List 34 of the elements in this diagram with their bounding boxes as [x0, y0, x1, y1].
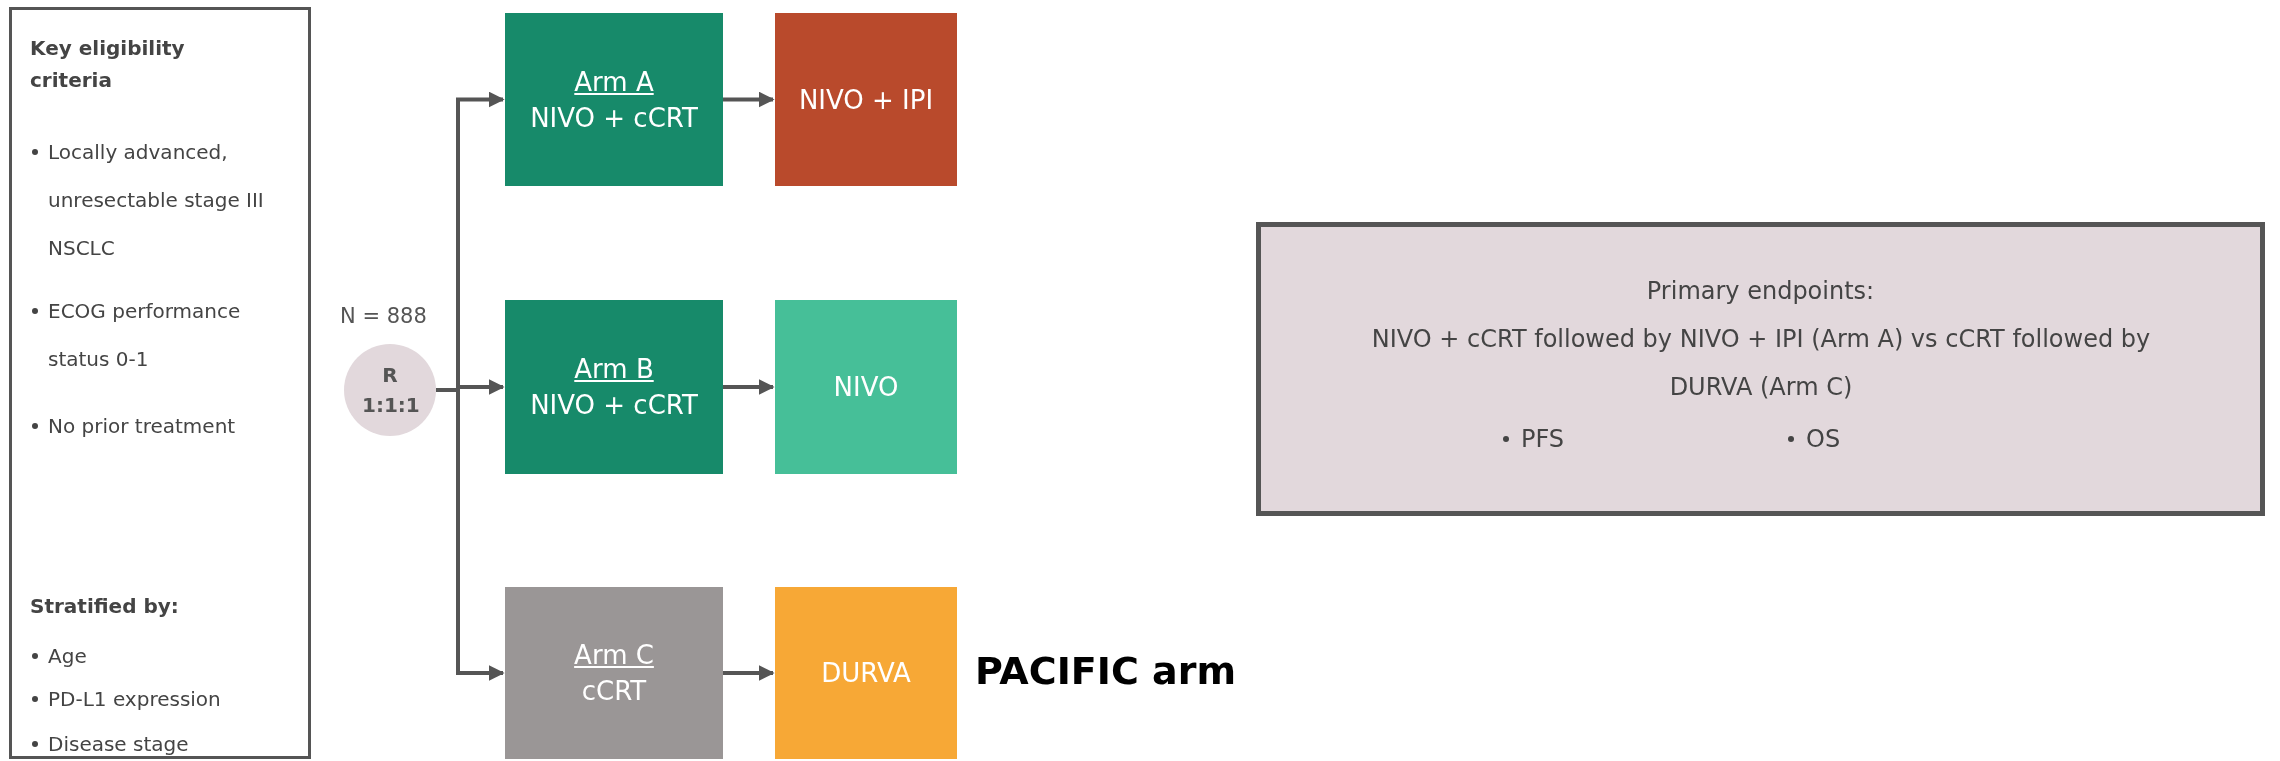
bullet-item: ECOG performance status 0-1	[30, 287, 278, 383]
treatment-label: DURVA	[821, 657, 911, 690]
criteria-panel	[9, 7, 311, 759]
arrow	[723, 379, 775, 395]
arm-box	[505, 300, 723, 474]
bullet-item: OS	[1786, 415, 2006, 463]
bullet-item: Locally advanced, unresectable stage III NSCLC	[30, 128, 278, 272]
endpoints-description: NIVO + cCRT followed by NIVO + IPI (Arm A) vs cCRT followed by DURVA (Arm C)	[1370, 324, 2152, 403]
section-heading: Stratified by:	[30, 593, 180, 620]
bullet-item: Disease stage	[30, 720, 278, 761]
treatment-box	[775, 587, 957, 759]
treatment-label: cCRT	[581, 675, 647, 708]
arm-heading: Arm A	[574, 65, 654, 99]
arm-note: PACIFIC arm	[975, 649, 1236, 693]
arrow	[723, 665, 775, 681]
section-heading: Key eligibility criteria	[30, 35, 186, 94]
arm-box	[505, 587, 723, 759]
treatment-box	[775, 300, 957, 474]
arrow	[723, 91, 775, 108]
arm-box	[505, 13, 723, 186]
sample-size-label: N = 888	[340, 304, 427, 328]
arrow	[436, 388, 505, 681]
arm-heading: Arm C	[574, 639, 654, 672]
treatment-box	[775, 13, 957, 186]
arm-heading: Arm B	[574, 353, 654, 386]
bullet-item: No prior treatment	[30, 402, 278, 450]
bullet-item: PFS	[1501, 415, 1721, 463]
treatment-label: NIVO + cCRT	[530, 389, 698, 422]
endpoints-heading: Primary endpoints:	[1645, 276, 1876, 307]
treatment-label: NIVO + IPI	[798, 83, 934, 117]
endpoints-panel	[1256, 222, 2265, 516]
treatment-label: NIVO + cCRT	[530, 101, 698, 135]
treatment-label: NIVO	[833, 371, 899, 404]
randomization-label: R 1:1:1	[362, 362, 418, 419]
